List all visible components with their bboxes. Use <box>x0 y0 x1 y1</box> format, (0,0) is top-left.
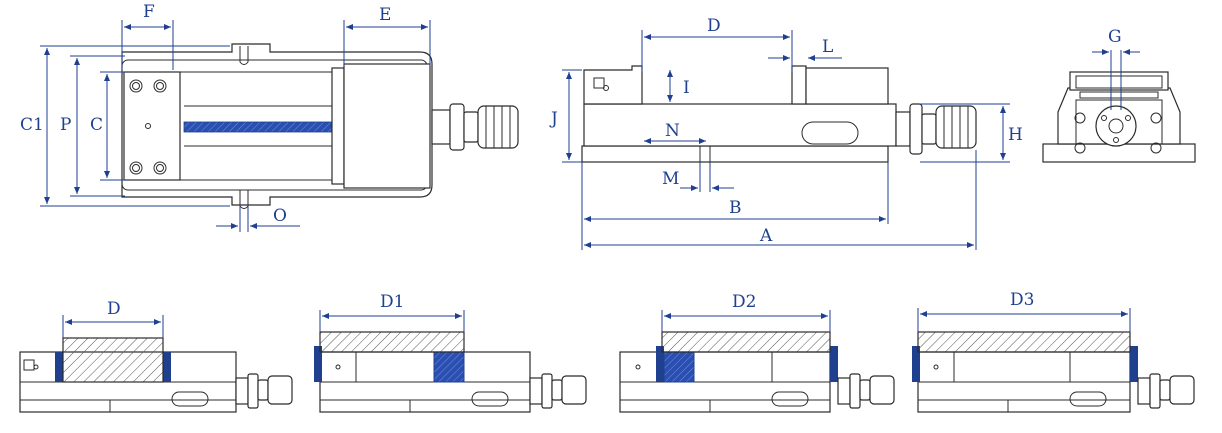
config-d <box>19 315 293 413</box>
config-d3 <box>912 308 1195 413</box>
dim-label-h: H <box>1008 125 1023 145</box>
dim-label-d2: D2 <box>732 292 756 312</box>
dim-label-c: C <box>90 115 103 135</box>
top-view <box>40 20 519 232</box>
dim-label-o: O <box>273 206 287 226</box>
dim-label-d1: D1 <box>380 292 404 312</box>
dim-label-a: A <box>759 226 773 246</box>
dim-label-n: N <box>665 121 680 141</box>
dim-label-i: I <box>683 78 690 98</box>
config-d2 <box>619 310 895 413</box>
dim-label-d-config: D <box>107 299 121 319</box>
dim-label-d3: D3 <box>1010 290 1034 310</box>
dim-label-j: J <box>549 109 558 129</box>
dim-label-f: F <box>143 2 155 22</box>
dim-label-l: L <box>822 37 833 57</box>
dim-label-g: G <box>1108 27 1122 47</box>
dim-label-e: E <box>379 5 391 25</box>
dim-label-m: M <box>662 169 679 189</box>
dim-label-b: B <box>729 198 742 218</box>
side-view <box>562 30 1010 250</box>
config-d1 <box>314 310 587 413</box>
dim-label-d: D <box>707 16 721 36</box>
dim-label-c1: C1 <box>20 115 44 135</box>
dim-label-p: P <box>60 115 71 135</box>
end-view <box>1042 49 1196 163</box>
